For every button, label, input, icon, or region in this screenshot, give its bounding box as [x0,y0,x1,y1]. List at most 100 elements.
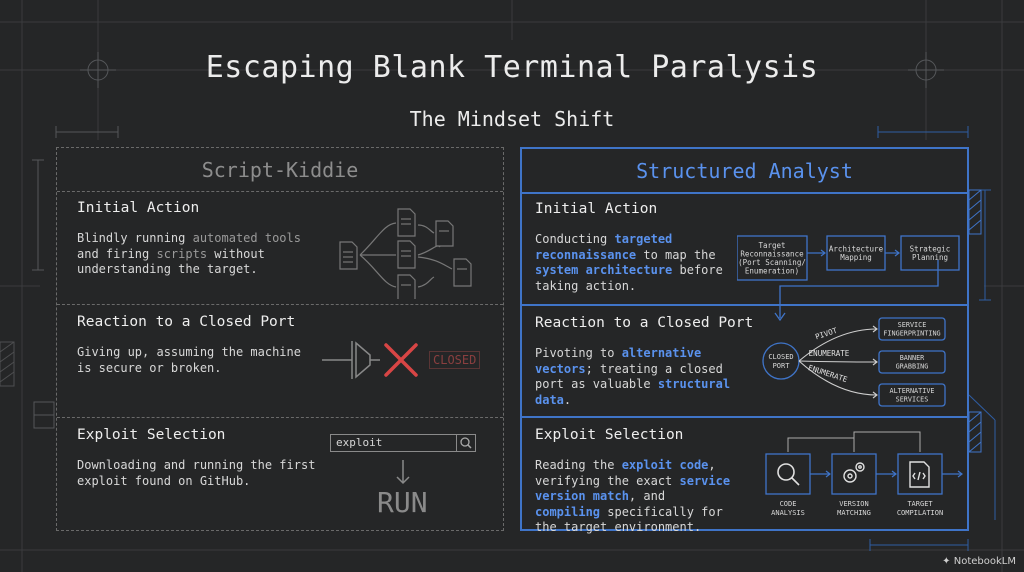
section-title: Reaction to a Closed Port [77,314,296,330]
pipeline-step-box [831,453,877,495]
body-text: Reading the [535,458,622,472]
pivot-edge-label: ENUMERATE [807,363,849,384]
page-subtitle: The Mindset Shift [409,107,615,131]
pivot-target-label: SERVICES [896,396,929,404]
pivot-target-box [878,317,946,341]
body-text: specifically for the target environment. [535,504,723,535]
body-text: Pivoting to [535,346,622,360]
structured-analyst-panel: Structured Analyst Initial Action Conduc… [520,147,969,534]
body-text: and firing [77,246,157,261]
pipeline-step-label: TARGET [907,500,933,508]
flow-box-label: Strategic [910,244,951,253]
flow-box-label: (Port Scanning/ [738,258,806,267]
notebooklm-brand: ✦ NotebookLM [942,556,1016,567]
flow-box-label: Target [758,241,785,250]
pivot-edge-label: ENUMERATE [809,349,850,358]
exploit-search-box[interactable]: exploit [330,434,476,452]
brand-label: NotebookLM [953,556,1016,567]
body-text: to map the [636,247,716,262]
left-closed-port-section: Reaction to a Closed Port Giving up, ass… [57,304,503,418]
pivot-edge [798,328,878,362]
connector-line [774,260,939,322]
exploit-search-input[interactable]: exploit [336,436,383,449]
flow-box-label: Planning [912,253,948,262]
pipeline-step-label: MATCHING [837,509,871,517]
section-body: Blindly running automated tools and firi… [77,231,317,278]
pivot-target-label: SERVICE [898,321,927,329]
code-file-icon [909,461,930,488]
left-exploit-selection-section: Exploit Selection Downloading and runnin… [57,417,503,531]
closed-port-node-label: PORT [773,362,791,370]
scattered-scripts-illustration [339,208,472,299]
run-label: RUN [377,486,428,519]
body-text: Conducting [535,232,615,246]
magnifier-icon [777,463,800,486]
right-exploit-selection-section: Exploit Selection Reading the exploit co… [522,416,967,534]
pipeline-bracket [787,437,855,452]
pivot-edge [798,360,878,363]
pipeline-arrow-head [825,470,831,478]
highlight-text: system architecture [535,263,673,277]
gears-icon [843,462,865,483]
flow-box-label: Architecture [829,244,884,253]
pipeline-arrow-head [957,470,963,478]
body-text: Downloading and running the first exploi… [77,458,316,488]
body-text: Blindly running [77,231,193,245]
pivot-target-label: GRABBING [896,363,929,371]
section-title: Initial Action [77,200,200,216]
pivot-target-label: ALTERNATIVE [889,387,934,395]
pipeline-step-label: COMPILATION [897,509,943,517]
body-text: Giving up, assuming the machine is secur… [77,345,301,375]
highlight-text: structural data [535,377,731,407]
left-initial-action-section: Initial Action Blindly running automated… [57,191,503,304]
flow-arrow-head [820,249,826,257]
pivot-edge-head [872,358,878,366]
sparkle-icon: ✦ [942,556,951,567]
pipeline-step-label: VERSION [839,500,869,508]
highlight-text: targeted reconnaissance [535,232,673,262]
section-body: Pivoting to alternative vectors; treatin… [535,346,735,408]
highlight-text: alternative vectors [535,346,702,376]
script-kiddie-heading: Script-Kiddie [57,148,503,192]
pivot-target-label: FINGERPRINTING [883,330,940,338]
pivot-diagram: CLOSEDPORTSERVICEFINGERPRINTINGPIVOTBANN… [762,317,946,407]
pipeline-step-label: CODE [780,500,797,508]
flow-box [737,235,808,281]
search-icon[interactable] [456,435,475,451]
script-kiddie-panel: Script-Kiddie Initial Action Blindly run… [56,147,504,531]
body-text: , verifying the exact [535,458,716,488]
flow-box-label: Mapping [840,253,872,262]
section-title: Exploit Selection [535,427,684,443]
section-body: Giving up, assuming the machine is secur… [77,345,317,376]
highlight-text: scripts [156,246,208,261]
pivot-target-label: BANNER [900,354,925,362]
highlight-text: service version match [535,473,731,504]
body-text: without understanding the target. [77,246,265,277]
pipeline-step-box [765,453,811,495]
flow-box-label: Enumeration) [745,266,799,275]
body-text: , and [628,489,666,503]
pipeline-bracket [853,431,921,452]
flow-box-label: Reconnaissance [740,249,804,258]
page-title: Escaping Blank Terminal Paralysis [205,50,819,85]
pivot-edge-head [872,391,878,399]
blocked-connection-icon [322,341,418,379]
highlight-text: automated tools [192,231,301,245]
flow-box [900,235,960,271]
highlight-text: exploit code [621,458,709,472]
pipeline-step-label: ANALYSIS [771,509,805,517]
flow-arrow-head [894,249,900,257]
body-text: ; treating a closed port as valuable [535,361,723,392]
right-initial-action-section: Initial Action Conducting targeted recon… [522,192,967,304]
pivot-target-box [878,383,946,407]
highlight-text: compiling [535,504,601,519]
section-body: Conducting targeted reconnaissance to ma… [535,232,735,294]
section-title: Exploit Selection [77,427,226,443]
arrow-down-icon [396,460,410,485]
pivot-edge-head [872,325,878,333]
body-text: before taking action. [535,263,723,293]
pivot-target-box [878,350,946,374]
